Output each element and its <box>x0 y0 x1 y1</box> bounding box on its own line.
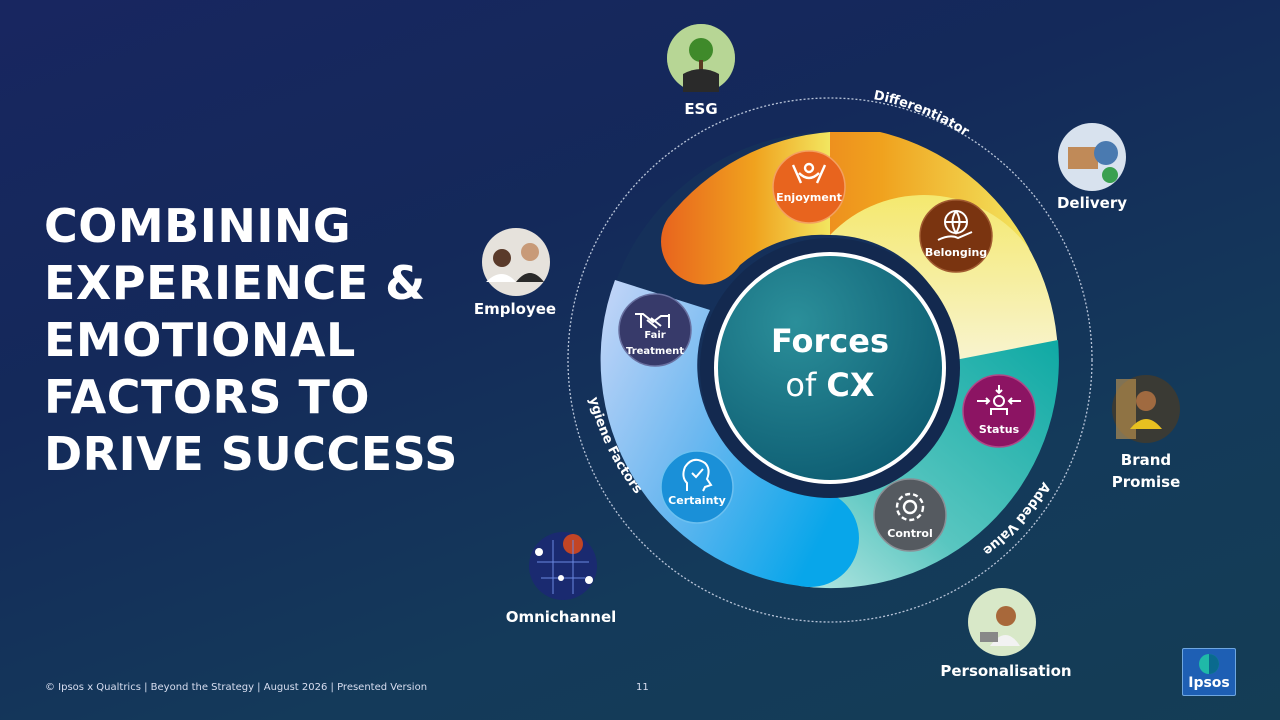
headline-line: FACTORS TO <box>44 370 371 424</box>
logo-text: Ipsos <box>1188 675 1230 691</box>
force-certainty: Certainty <box>660 450 734 524</box>
force-label: Belonging <box>925 246 987 259</box>
headline-line: DRIVE SUCCESS <box>44 427 458 481</box>
touchpoint-label-line: Promise <box>1111 473 1181 491</box>
force-belonging: Belonging <box>919 199 993 273</box>
center-title-strong: CX <box>826 366 874 404</box>
force-label: Certainty <box>668 494 726 507</box>
force-control: Control <box>873 478 947 552</box>
handshake-icon <box>635 313 670 329</box>
touchpoint-label-line: Omnichannel <box>505 608 617 626</box>
touchpoint-label-delivery: Delivery <box>1057 192 1127 214</box>
force-label: Status <box>979 423 1020 436</box>
touchpoint-delivery-photo <box>1058 123 1126 191</box>
gear-icon <box>895 492 925 522</box>
touchpoint-label-line: ESG <box>684 100 718 118</box>
touchpoint-label-line: Personalisation <box>940 662 1072 680</box>
footer-text: © Ipsos x Qualtrics | Beyond the Strateg… <box>45 682 428 693</box>
touchpoint-label-line: Delivery <box>1056 194 1128 212</box>
headline-line: EXPERIENCE & <box>44 256 426 310</box>
center-title-prefix: of <box>785 366 826 404</box>
touchpoint-omnichannel-photo <box>529 532 597 600</box>
globe-hand-icon <box>937 210 973 241</box>
ring-label-differentiator: Differentiator <box>872 88 972 140</box>
status-icon <box>977 385 1021 415</box>
touchpoint-label-omnichannel: Omnichannel <box>506 606 617 628</box>
differentiator-text: Differentiator <box>872 88 972 140</box>
touchpoint-employee-photo <box>482 228 550 296</box>
center-title-line1: Forces <box>771 322 889 360</box>
touchpoint-label-line: Employee <box>473 300 557 318</box>
touchpoint-brand-promise-photo <box>1112 375 1180 443</box>
force-label: Enjoyment <box>776 191 842 204</box>
center-circle <box>714 252 946 484</box>
force-label-line2: Treatment <box>626 346 684 357</box>
touchpoint-label-brand-promise: Brand Promise <box>1112 449 1181 493</box>
force-label: Control <box>887 527 932 540</box>
touchpoint-label-employee: Employee <box>474 298 556 320</box>
headline: COMBINING EXPERIENCE & EMOTIONAL FACTORS… <box>44 198 464 483</box>
logo-mark-accent-icon <box>1209 654 1219 674</box>
center-title-line2: of CX <box>785 366 875 404</box>
force-fair-treatment: Fair Treatment <box>618 293 692 367</box>
outer-dashed-ring <box>567 97 1093 623</box>
touchpoint-personalisation-photo <box>968 588 1036 656</box>
force-enjoyment: Enjoyment <box>772 150 846 224</box>
touchpoint-label-personalisation: Personalisation <box>940 660 1071 682</box>
ipsos-logo: Ipsos <box>1182 648 1236 696</box>
touchpoint-esg-photo <box>667 24 735 92</box>
ring-label-hygiene: Hygiene Factors <box>0 0 645 497</box>
touchpoint-label-line: Brand <box>1120 451 1172 469</box>
headline-line: COMBINING <box>44 199 352 253</box>
hygiene-factors-text: Hygiene Factors <box>0 0 645 497</box>
head-check-icon <box>682 458 713 492</box>
enjoyment-icon <box>791 162 827 184</box>
force-status: Status <box>962 374 1036 448</box>
page-number: 11 <box>636 682 649 693</box>
headline-line: EMOTIONAL <box>44 313 356 367</box>
touchpoint-label-esg: ESG <box>684 98 717 120</box>
force-label-line1: Fair <box>644 330 665 341</box>
